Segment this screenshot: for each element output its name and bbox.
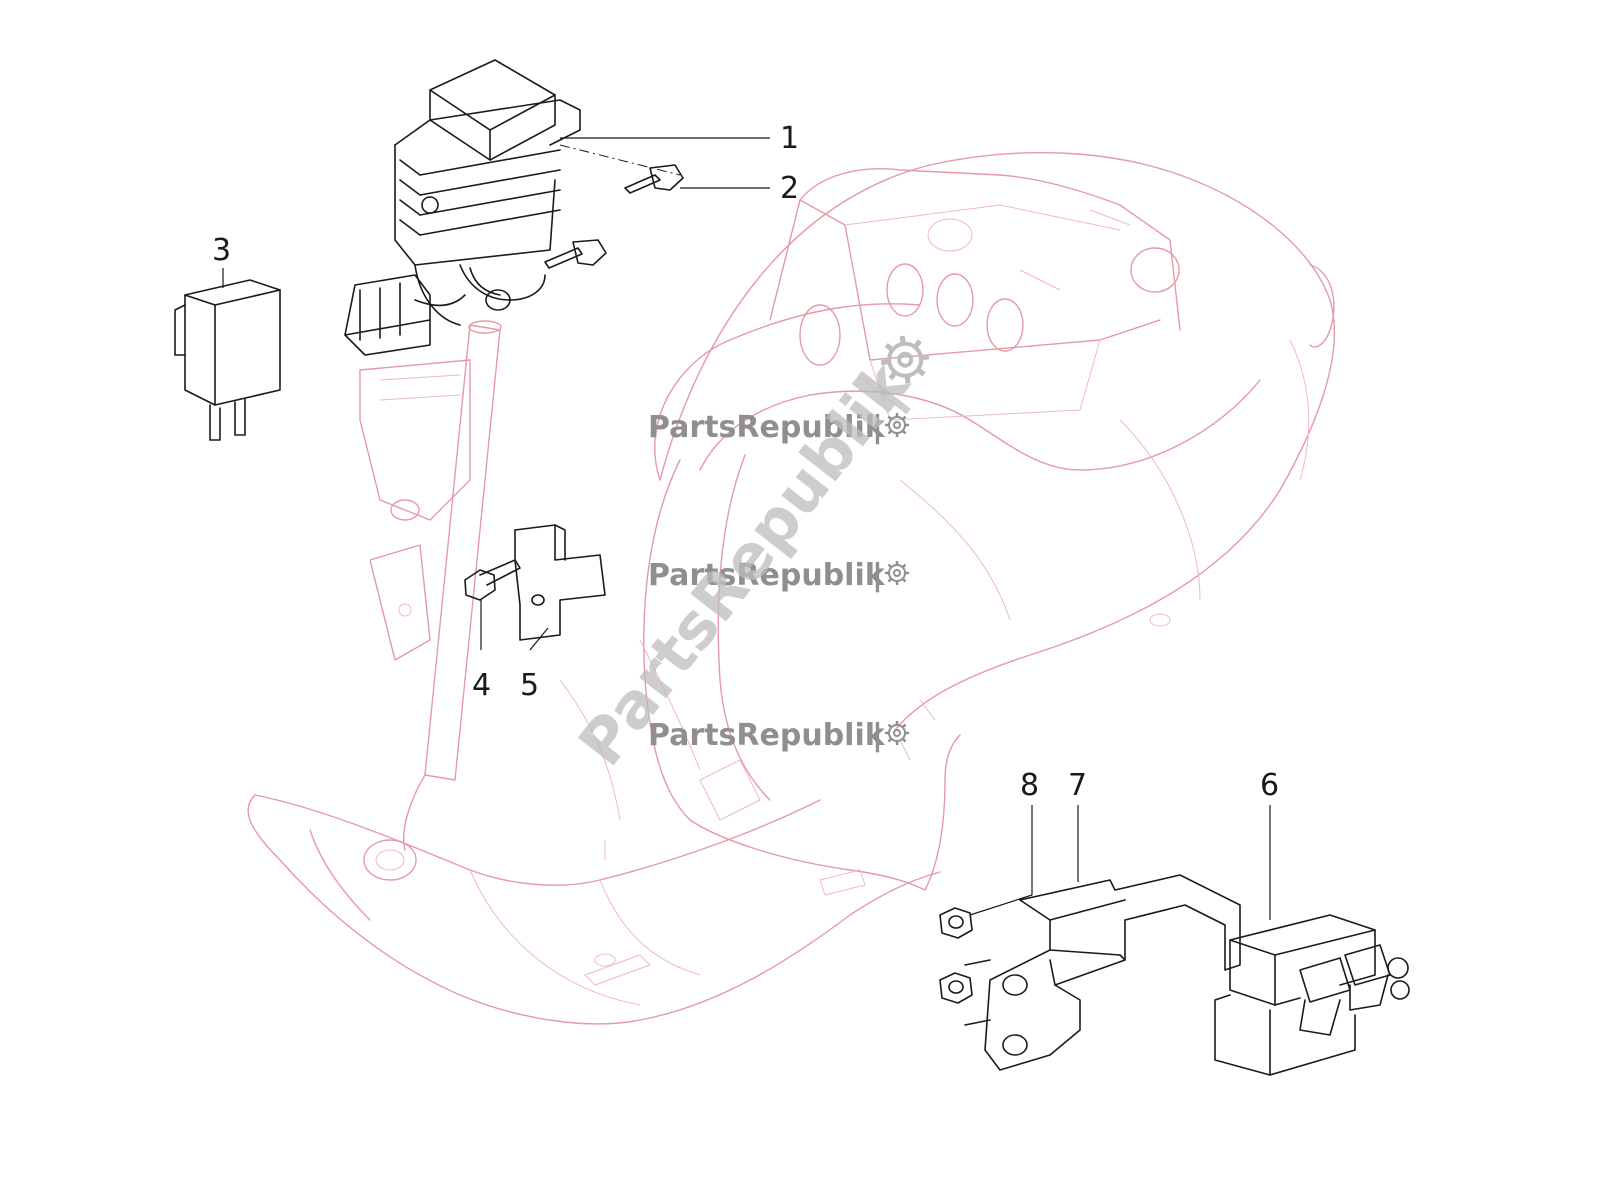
mounting-bracket [964, 874, 1241, 1071]
callout-8: 8 [1020, 768, 1039, 803]
gear-icon [885, 413, 909, 437]
bolt [544, 164, 684, 269]
watermark-diagonal: PartsRepublik | [564, 335, 930, 779]
callout-3: 3 [212, 233, 231, 268]
watermark-group: PartsRepublik | PartsRepublik | PartsRep… [564, 335, 930, 779]
callout-7: 7 [1068, 768, 1087, 803]
relay [174, 279, 281, 441]
leader-lines [222, 137, 1271, 920]
callout-2: 2 [780, 171, 799, 206]
callout-5: 5 [520, 668, 539, 703]
watermark-separator: | [872, 558, 883, 593]
watermark-middle: PartsRepublik | [648, 558, 909, 593]
gear-icon [885, 561, 909, 585]
watermark-separator: | [872, 410, 883, 445]
callout-1: 1 [780, 121, 799, 156]
scooter-frame [247, 151, 1336, 1025]
callout-4: 4 [472, 668, 491, 703]
screw [464, 559, 521, 601]
watermark-text: PartsRepublik [648, 558, 886, 593]
gear-icon [885, 721, 909, 745]
voltage-regulator [344, 59, 681, 356]
gear-icon [880, 335, 930, 384]
callout-6: 6 [1260, 768, 1279, 803]
bracket [514, 524, 606, 641]
watermark-text: PartsRepublik [648, 410, 886, 445]
watermark-bottom: PartsRepublik | [648, 718, 909, 753]
watermark-separator: | [872, 718, 883, 753]
callout-labels: 1 2 3 4 5 6 7 8 [212, 121, 1279, 803]
nut [939, 907, 973, 1004]
watermark-top: PartsRepublik | [648, 410, 909, 445]
control-unit [1214, 914, 1410, 1076]
watermark-text: PartsRepublik [648, 718, 886, 753]
